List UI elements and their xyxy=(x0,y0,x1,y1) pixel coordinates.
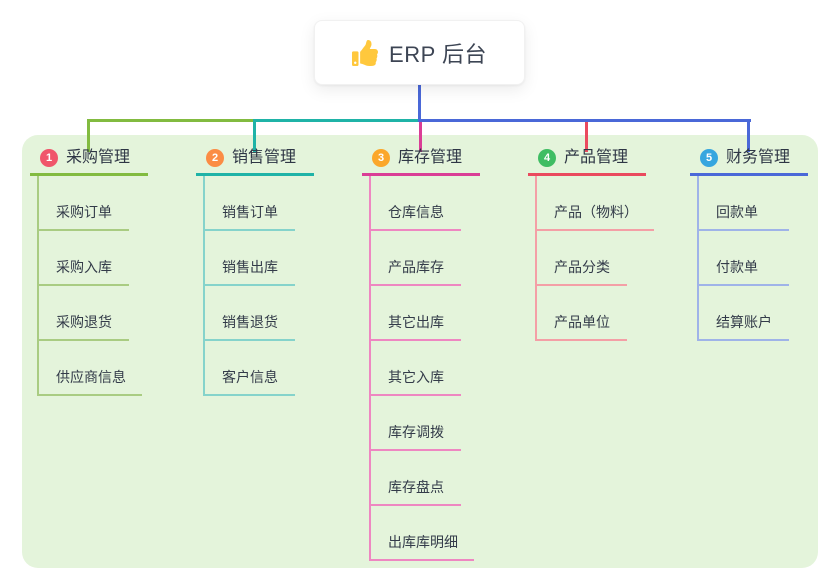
child-node-label: 供应商信息 xyxy=(56,369,126,385)
child-node-label: 采购入库 xyxy=(56,259,112,275)
child-node[interactable]: 产品单位 xyxy=(537,286,627,341)
child-node-label: 其它入库 xyxy=(388,369,444,385)
branch-number-badge: 4 xyxy=(538,148,556,167)
connector-line xyxy=(419,119,422,152)
branch-title-label: 采购管理 xyxy=(66,149,131,166)
child-node-label: 产品（物料） xyxy=(554,204,638,220)
child-node[interactable]: 客户信息 xyxy=(205,341,295,396)
root-node[interactable]: ERP 后台 xyxy=(314,20,525,85)
child-node-label: 结算账户 xyxy=(716,314,772,330)
child-node[interactable]: 仓库信息 xyxy=(371,176,461,231)
child-node-label: 客户信息 xyxy=(222,369,278,385)
child-node[interactable]: 结算账户 xyxy=(699,286,789,341)
branch-number-badge: 5 xyxy=(700,148,718,167)
child-node[interactable]: 回款单 xyxy=(699,176,789,231)
branch-title[interactable]: 1 采购管理 xyxy=(30,148,149,176)
branch-title-label: 财务管理 xyxy=(726,149,791,166)
child-node-label: 采购退货 xyxy=(56,314,112,330)
child-node[interactable]: 付款单 xyxy=(699,231,789,286)
child-node-label: 库存调拨 xyxy=(388,424,444,440)
child-node[interactable]: 产品（物料） xyxy=(537,176,654,231)
child-node-label: 销售订单 xyxy=(222,204,278,220)
connector-line xyxy=(747,119,750,152)
child-node[interactable]: 供应商信息 xyxy=(39,341,142,396)
branch-number-badge: 2 xyxy=(206,148,224,167)
branch-children: 回款单 付款单 结算账户 xyxy=(697,176,789,341)
child-node[interactable]: 产品分类 xyxy=(537,231,627,286)
child-node[interactable]: 其它出库 xyxy=(371,286,461,341)
child-node[interactable]: 其它入库 xyxy=(371,341,461,396)
branches-panel xyxy=(22,135,818,568)
child-node[interactable]: 库存调拨 xyxy=(371,396,461,451)
branch-title-label: 库存管理 xyxy=(398,149,463,166)
branch-title[interactable]: 5 财务管理 xyxy=(690,148,809,176)
child-node[interactable]: 采购入库 xyxy=(39,231,129,286)
child-node-label: 销售出库 xyxy=(222,259,278,275)
branch-node: 5 财务管理 回款单 付款单 结算账户 xyxy=(690,148,809,341)
branch-title[interactable]: 2 销售管理 xyxy=(196,148,315,176)
child-node-label: 采购订单 xyxy=(56,204,112,220)
thumbs-up-icon xyxy=(352,39,379,66)
child-node[interactable]: 采购订单 xyxy=(39,176,129,231)
branch-number-badge: 1 xyxy=(40,148,58,167)
connector-line xyxy=(419,119,751,122)
connector-line xyxy=(253,119,256,152)
connector-line xyxy=(254,119,422,122)
connector-line xyxy=(585,119,588,152)
branch-children: 采购订单 采购入库 采购退货 供应商信息 xyxy=(37,176,142,396)
child-node[interactable]: 库存盘点 xyxy=(371,451,461,506)
child-node[interactable]: 销售退货 xyxy=(205,286,295,341)
child-node-label: 其它出库 xyxy=(388,314,444,330)
branch-node: 4 产品管理 产品（物料） 产品分类 产品单位 xyxy=(528,148,654,341)
child-node-label: 产品分类 xyxy=(554,259,610,275)
connector-line xyxy=(418,84,421,122)
branch-children: 产品（物料） 产品分类 产品单位 xyxy=(535,176,654,341)
branch-title-label: 销售管理 xyxy=(232,149,297,166)
child-node[interactable]: 出库库明细 xyxy=(371,506,474,561)
child-node-label: 库存盘点 xyxy=(388,479,444,495)
branch-node: 3 库存管理 仓库信息 产品库存 其它出库 其它入库 库存调拨 库存盘点 出库库… xyxy=(362,148,481,561)
branch-title[interactable]: 4 产品管理 xyxy=(528,148,647,176)
child-node-label: 仓库信息 xyxy=(388,204,444,220)
child-node-label: 出库库明细 xyxy=(388,534,458,550)
root-node-label: ERP 后台 xyxy=(389,41,487,67)
branch-node: 1 采购管理 采购订单 采购入库 采购退货 供应商信息 xyxy=(30,148,149,396)
branch-number-badge: 3 xyxy=(372,148,390,167)
branch-children: 销售订单 销售出库 销售退货 客户信息 xyxy=(203,176,295,396)
branch-children: 仓库信息 产品库存 其它出库 其它入库 库存调拨 库存盘点 出库库明细 xyxy=(369,176,474,561)
connector-line xyxy=(87,119,90,152)
child-node-label: 产品单位 xyxy=(554,314,610,330)
child-node-label: 销售退货 xyxy=(222,314,278,330)
branch-title-label: 产品管理 xyxy=(564,149,629,166)
child-node-label: 产品库存 xyxy=(388,259,444,275)
child-node[interactable]: 采购退货 xyxy=(39,286,129,341)
child-node[interactable]: 销售出库 xyxy=(205,231,295,286)
child-node-label: 付款单 xyxy=(716,259,758,275)
child-node-label: 回款单 xyxy=(716,204,758,220)
child-node[interactable]: 产品库存 xyxy=(371,231,461,286)
branch-title[interactable]: 3 库存管理 xyxy=(362,148,481,176)
child-node[interactable]: 销售订单 xyxy=(205,176,295,231)
branch-node: 2 销售管理 销售订单 销售出库 销售退货 客户信息 xyxy=(196,148,315,396)
